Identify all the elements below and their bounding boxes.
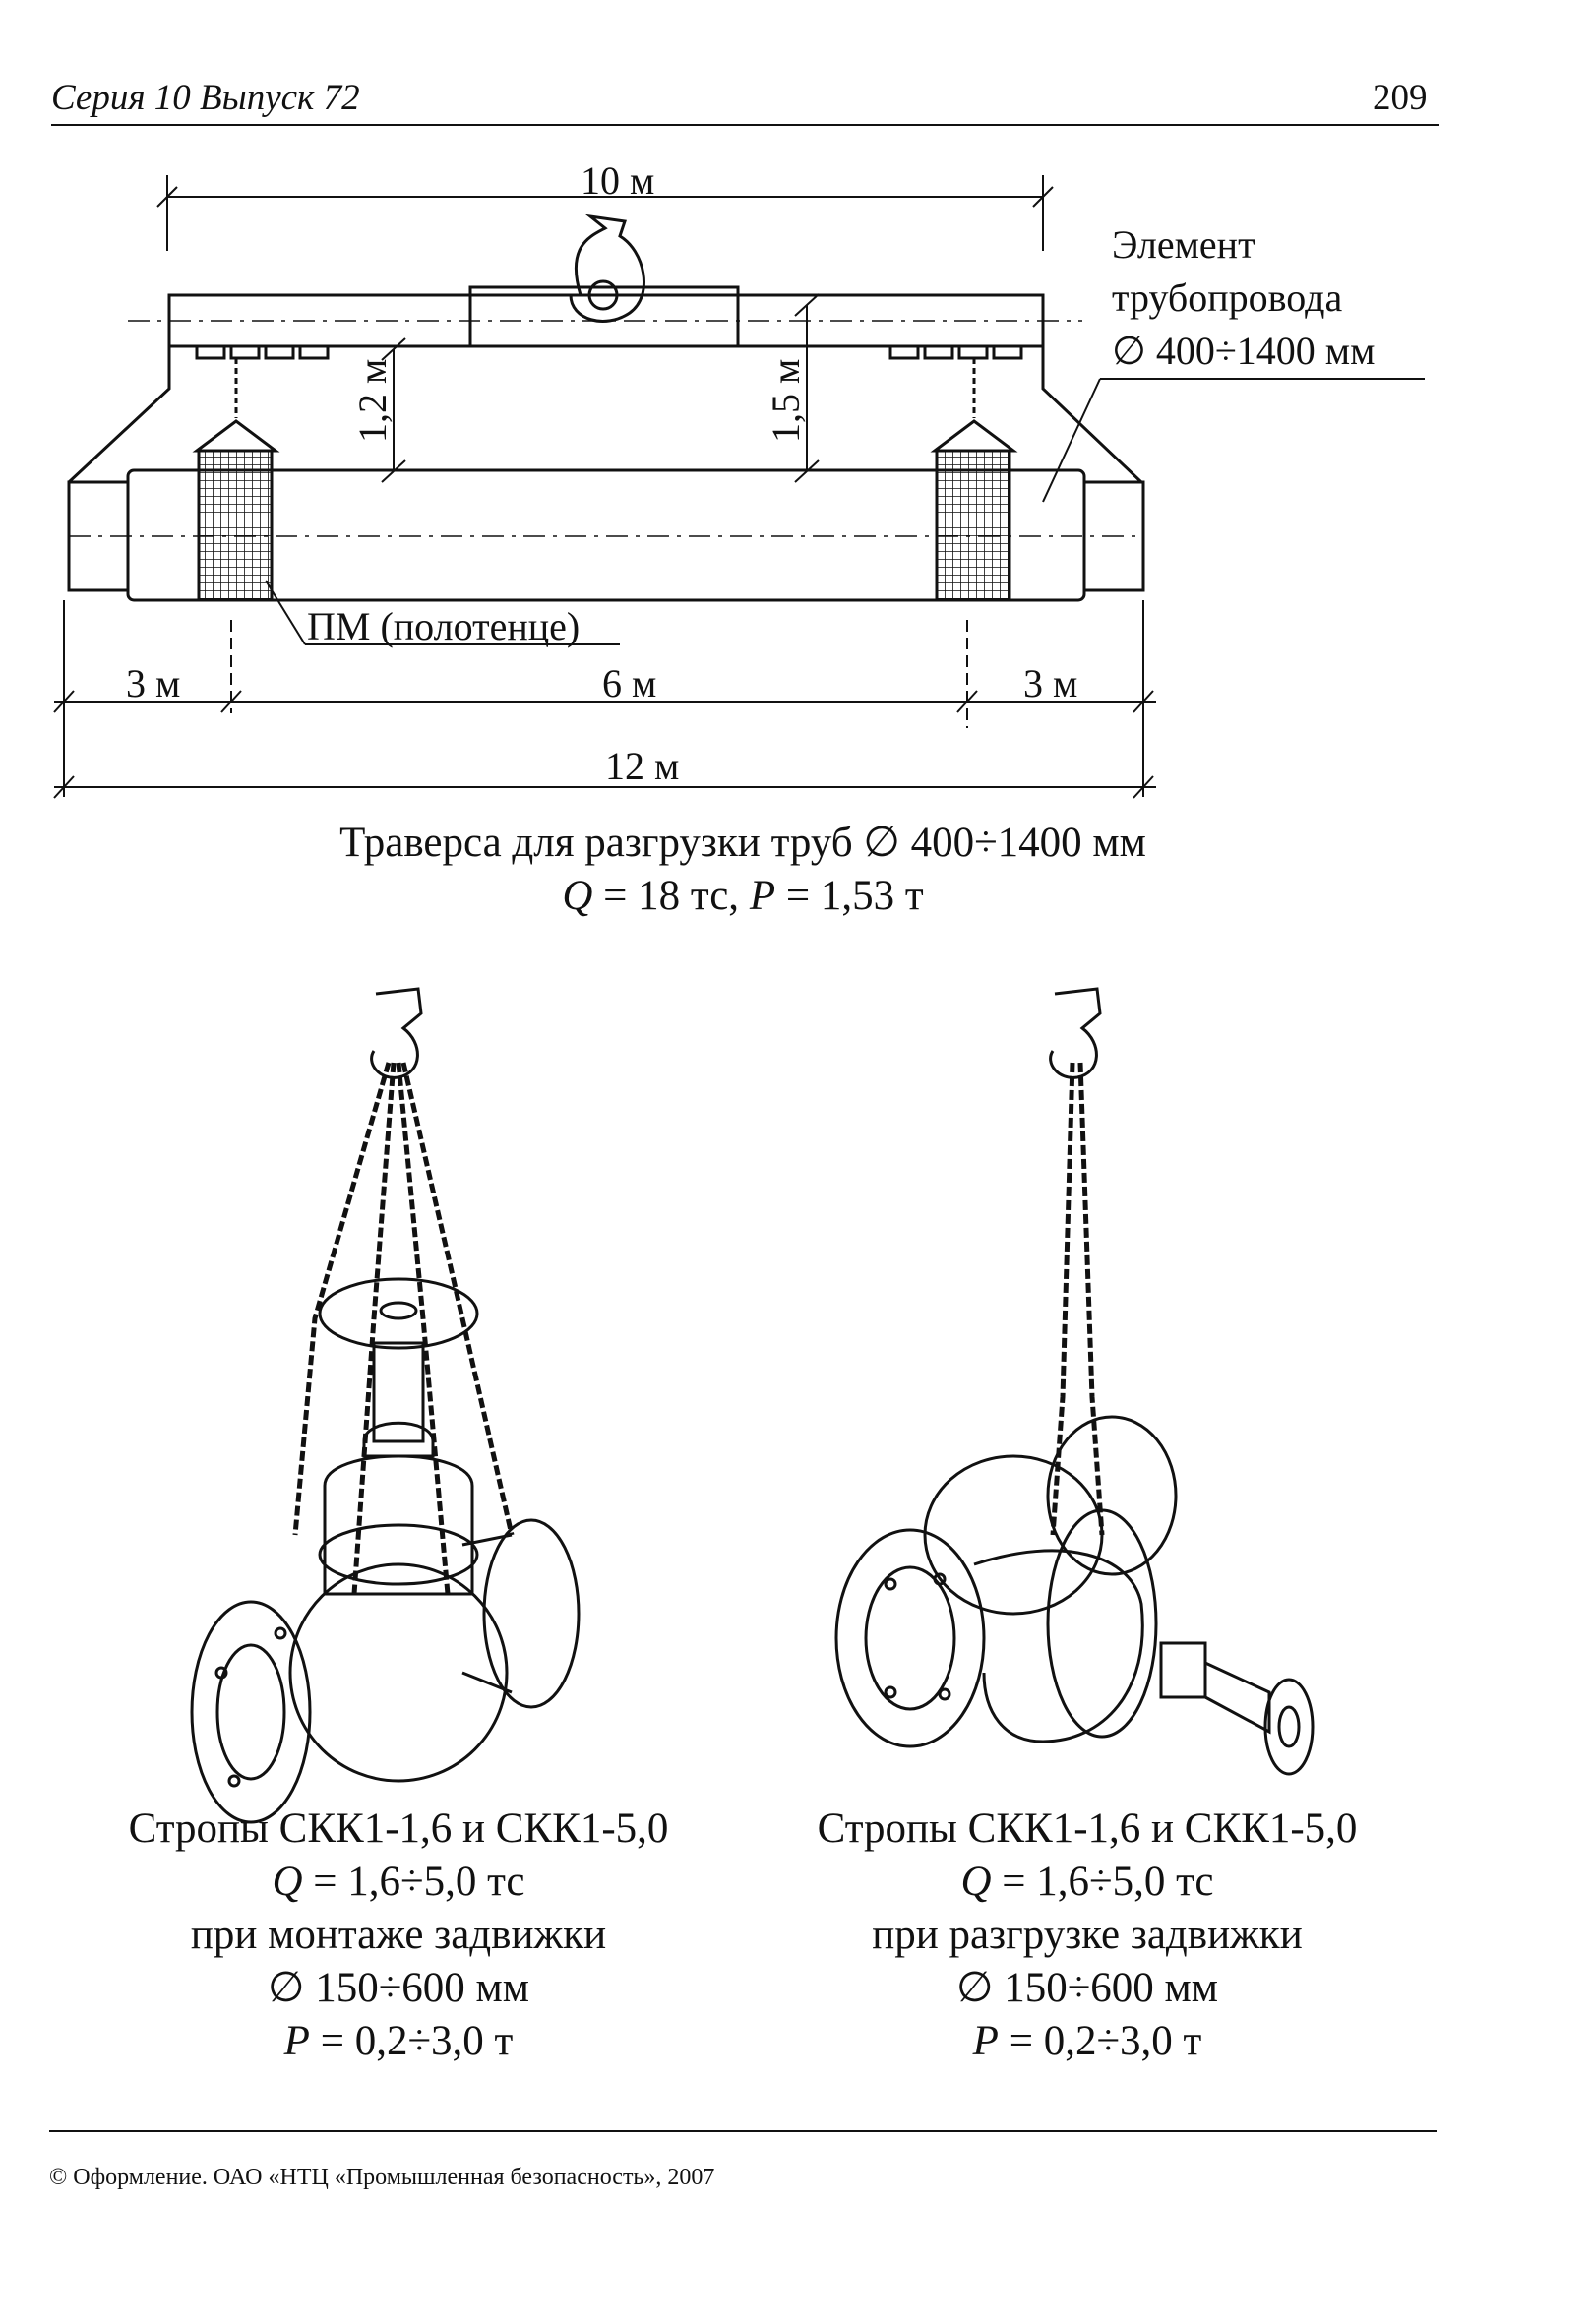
right-valve-q-line: Q = 1,6÷5,0 тс (748, 1856, 1427, 1909)
right-valve-purpose: при разгрузке задвижки (872, 1912, 1303, 1958)
left-valve-purpose: при монтаже задвижки (190, 1912, 607, 1958)
height-right-label: 1,5 м (764, 359, 808, 443)
right-hook (1049, 987, 1102, 1079)
left-q-value: = 1,6÷5,0 тс (302, 1859, 525, 1905)
dim-total-label: 12 м (605, 744, 679, 788)
left-valve-title: Стропы СКК1-1,6 и СКК1-5,0 (128, 1805, 669, 1852)
dim-right-label: 3 м (1023, 661, 1077, 705)
left-p-symbol: P (283, 2018, 310, 2064)
traverse-caption-line2: Q = 18 тс, P = 1,53 т (246, 870, 1240, 923)
footer-rule (49, 2130, 1437, 2132)
towel-label: ПМ (полотенце) (307, 604, 580, 648)
right-q-value: = 1,6÷5,0 тс (991, 1859, 1214, 1905)
right-valve-caption: Стропы СКК1-1,6 и СКК1-5,0 Q = 1,6÷5,0 т… (748, 1803, 1427, 2068)
left-valve-p-line: P = 0,2÷3,0 т (59, 2015, 738, 2068)
left-hook (370, 987, 423, 1079)
traverse-caption-line1: Траверса для разгрузки труб ∅ 400÷1400 м… (339, 820, 1146, 866)
right-q-symbol: Q (960, 1859, 992, 1905)
left-p-value: = 0,2÷3,0 т (309, 2018, 514, 2064)
left-q-symbol: Q (272, 1859, 303, 1905)
page-number: 209 (1373, 78, 1428, 118)
dim-left-label: 3 м (126, 661, 180, 705)
element-label-line3: ∅ 400÷1400 мм (1112, 329, 1375, 373)
traverse-q-symbol: Q (562, 873, 593, 919)
dim-top-label: 10 м (581, 158, 654, 203)
right-valve-title: Стропы СКК1-1,6 и СКК1-5,0 (817, 1805, 1358, 1852)
header-rule (51, 124, 1439, 126)
left-valve-q-line: Q = 1,6÷5,0 тс (59, 1856, 738, 1909)
left-valve-caption: Стропы СКК1-1,6 и СКК1-5,0 Q = 1,6÷5,0 т… (59, 1803, 738, 2068)
traverse-drawing: 10 м Элемент трубопровода ∅ 400÷1400 мм … (53, 158, 1425, 799)
traverse-q-value: = 18 тс, (592, 873, 750, 919)
height-left-label: 1,2 м (350, 359, 395, 443)
traverse-caption: Траверса для разгрузки труб ∅ 400÷1400 м… (246, 817, 1240, 923)
right-p-symbol: P (972, 2018, 999, 2064)
right-valve-p-line: P = 0,2÷3,0 т (748, 2015, 1427, 2068)
left-valve-diameter: ∅ 150÷600 мм (268, 1965, 529, 2011)
series-header: Серия 10 Выпуск 72 (51, 78, 360, 118)
traverse-p-value: = 1,53 т (775, 873, 924, 919)
right-p-value: = 0,2÷3,0 т (998, 2018, 1202, 2064)
element-label-line2: трубопровода (1112, 275, 1342, 320)
element-label-line1: Элемент (1112, 222, 1255, 267)
dim-middle-label: 6 м (602, 661, 656, 705)
right-valve-diameter: ∅ 150÷600 мм (956, 1965, 1218, 2011)
traverse-p-symbol: P (749, 873, 776, 919)
copyright-footer: © Оформление. ОАО «НТЦ «Промышленная без… (49, 2165, 715, 2190)
